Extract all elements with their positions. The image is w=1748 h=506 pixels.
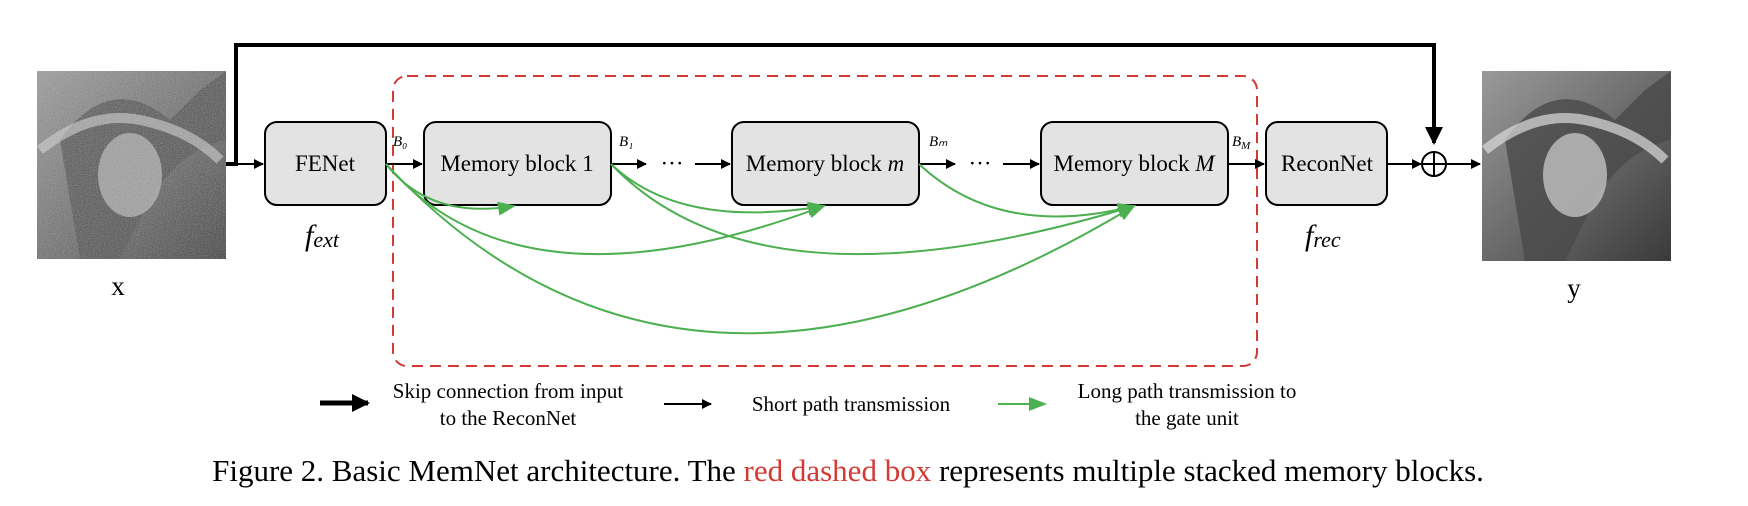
ellipsis-2: ··· [969,151,992,176]
label-b1: B₁ [619,134,633,150]
memory-block-m-label: Memory block m [746,151,904,176]
legend-short-label: Short path transmission [752,392,951,416]
input-image [36,71,226,259]
label-bM: BM [1232,134,1251,152]
f-ext-label: fext [305,219,340,252]
legend-skip-line1: Skip connection from input [393,379,624,403]
output-label: y [1567,273,1581,303]
label-bm: Bₘ [929,134,948,150]
figure-caption: Figure 2. Basic MemNet architecture. The… [212,453,1484,488]
red-dashed-box [392,75,1258,367]
ellipsis-1: ··· [661,151,684,176]
output-image [1481,71,1671,261]
sum-node [1421,151,1447,177]
long-path-mem1-memM [610,163,1136,256]
memory-block-M-label: Memory block M [1054,151,1217,176]
memory-block-1-label: Memory block 1 [440,151,593,176]
legend-long-line1: Long path transmission to [1078,379,1297,403]
input-label: x [111,271,125,301]
label-b0: B₀ [393,134,407,150]
long-path-fenet-memm [385,163,826,256]
long-path-fenet-memM [385,163,1136,335]
legend-long-line2: the gate unit [1135,406,1239,430]
reconnet-label: ReconNet [1281,151,1374,176]
legend: Skip connection from input to the ReconN… [320,379,1296,430]
fenet-label: FENet [295,151,356,176]
f-rec-label: frec [1305,219,1341,252]
long-path-memm-memM [918,163,1136,218]
legend-skip-line2: to the ReconNet [440,406,577,430]
long-path-mem1-memm [610,163,826,216]
